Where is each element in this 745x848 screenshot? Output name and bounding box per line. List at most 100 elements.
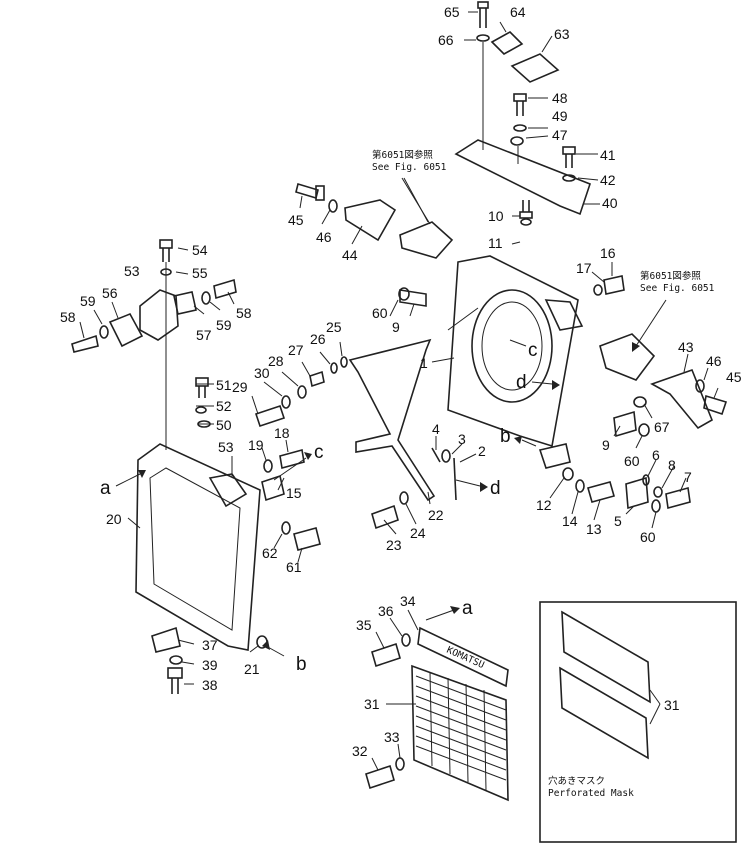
arrow-d-top [531,380,560,390]
bracket-40 [454,139,591,216]
callout-25: 25 [326,319,342,335]
callout-61: 61 [286,559,302,575]
arrow-b-lower [262,640,285,657]
callout-60-lower: 60 [640,529,656,545]
washer-33 [395,757,405,771]
plate-64 [490,31,524,55]
washer-28 [297,385,307,399]
mask-panel-lower [559,666,649,760]
washer-66 [476,34,490,42]
washer-25 [340,356,348,368]
callout-39: 39 [202,657,218,673]
bolt-54 [159,239,173,262]
callout-11: 11 [488,235,503,251]
bolt-23 [371,504,399,530]
callout-19: 19 [248,437,264,453]
callout-45-left: 45 [288,212,304,228]
callout-23: 23 [386,537,402,553]
bolt-32 [365,764,395,790]
pin-67 [633,396,647,408]
mask-panel-upper [561,610,651,704]
top-bolt-65 [477,1,489,28]
bolt-7 [665,486,691,510]
arrow-d-lower [455,479,488,492]
callout-15: 15 [286,485,302,501]
bolt-45-right [703,394,728,416]
callout-20: 20 [106,511,122,527]
washer-62 [281,521,291,535]
callout-8: 8 [668,457,676,473]
arrow-c-lower [273,452,312,481]
washer-47 [510,136,524,146]
callout-3: 3 [458,431,466,447]
leader-lines [79,11,719,771]
callout-58-left: 58 [60,309,76,325]
pipe-44 [344,199,397,242]
bolt-41 [562,146,576,168]
callout-47: 47 [552,127,568,143]
washer-11 [520,218,532,226]
callout-63: 63 [554,26,570,42]
grille-31 [411,664,509,802]
callout-12: 12 [536,497,552,513]
washer-30 [281,395,291,409]
callout-42: 42 [600,172,616,188]
callout-52: 52 [216,398,232,414]
washer-60-upper [398,287,410,301]
callout-1: 1 [420,355,428,371]
callout-65: 65 [444,4,460,20]
callout-46-right: 46 [706,353,722,369]
bracket-53-side [208,473,248,508]
hose-fitting-left [399,221,454,259]
washer-46-left [328,199,338,213]
callout-35: 35 [356,617,372,633]
arrow-b-right [514,436,537,447]
callout-14: 14 [562,513,578,529]
callout-62: 62 [262,545,278,561]
callout-17: 17 [576,260,592,276]
callout-6: 6 [652,447,660,463]
washer-39 [169,655,183,665]
callout-5: 5 [614,513,622,529]
pin-6 [642,474,650,486]
washer-24 [399,491,409,505]
link-4 [431,447,441,463]
callout-36: 36 [378,603,394,619]
pin-5 [625,476,649,510]
callout-67: 67 [654,419,670,435]
callout-59-left: 59 [80,293,96,309]
callout-2: 2 [478,443,486,459]
callout-44: 44 [342,247,358,263]
callout-54: 54 [192,242,208,258]
callout-7: 7 [684,469,692,485]
callout-34: 34 [400,593,416,609]
plate-37 [151,626,181,653]
washer-59-right [201,291,211,305]
ref-letter-d-rod: d [490,478,501,499]
perforated-mask-inset [539,601,737,843]
callout-58-right: 58 [236,305,252,321]
callout-43: 43 [678,339,694,355]
bolt-29 [254,404,286,428]
bolt-38 [167,667,183,694]
ref-letter-c-shroud: c [528,340,538,361]
washer-19 [263,459,273,473]
callout-59-right: 59 [216,317,232,333]
plate-56 [108,312,144,348]
callout-30: 30 [254,365,270,381]
bolt-18 [279,448,305,470]
washer-59-left [99,325,109,339]
bolt-10 [519,200,533,219]
callout-21: 21 [244,661,260,677]
callout-4: 4 [432,421,440,437]
note-see-fig-right-en: See Fig. 6051 [640,283,715,294]
ref-letter-b-shroud: b [500,426,511,447]
bolt-13 [587,481,615,503]
callout-33: 33 [384,729,400,745]
note-see-fig-right-jp: 第6051図参照 [640,270,701,282]
callout-41: 41 [600,147,616,163]
bracket-15 [261,474,285,502]
callout-24: 24 [410,525,426,541]
note-perforated-en: Perforated Mask [548,788,634,799]
callout-13: 13 [586,521,602,537]
